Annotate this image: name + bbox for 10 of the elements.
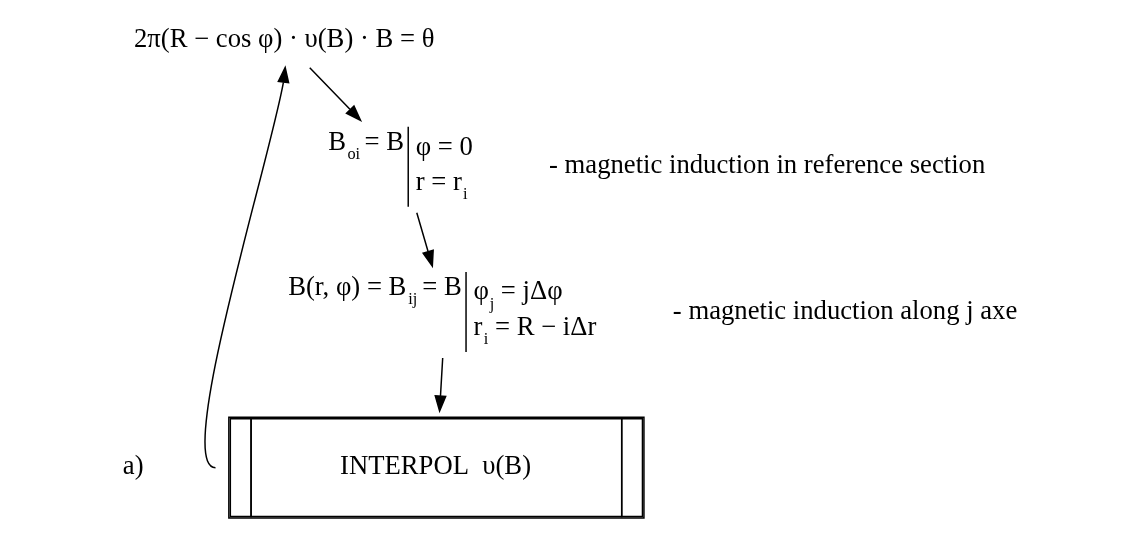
arrow bbox=[434, 357, 447, 414]
node-text: B(r, φ) = B$_{ij}$ = B φ$_{j}$ = jΔφ r$_{i}$ = R − iΔr bbox=[288, 270, 597, 349]
node-label: - magnetic induction in reference section bbox=[549, 149, 986, 180]
arrow bbox=[204, 65, 290, 469]
label: a) bbox=[122, 450, 144, 481]
node-text: 2π(R − cos φ) · υ(B) · B = θ bbox=[133, 23, 435, 54]
node-text: B$_{oi}$ = B φ = 0 r = r$_{i}$ bbox=[328, 125, 473, 204]
node-label: - magnetic induction along j axe bbox=[672, 294, 1018, 325]
arrow bbox=[309, 66, 363, 122]
arrow bbox=[416, 212, 434, 269]
